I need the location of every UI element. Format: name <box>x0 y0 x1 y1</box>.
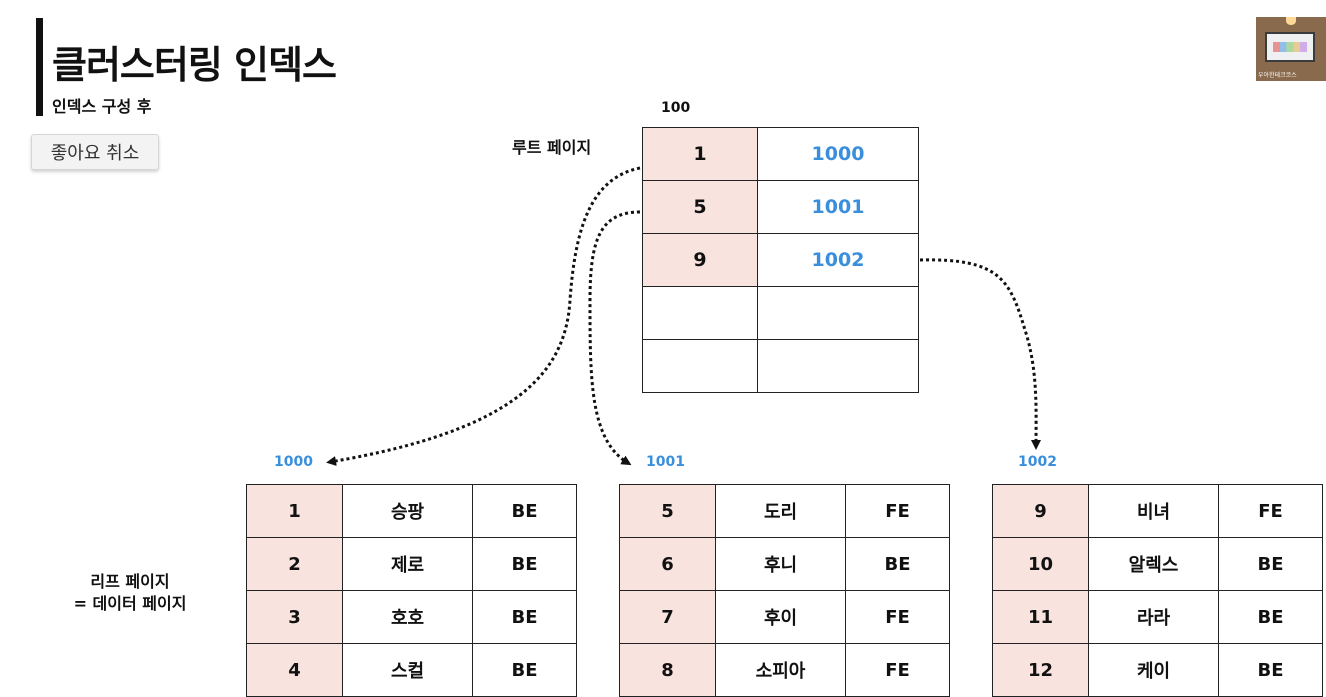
table-row: 3 호호 BE <box>246 590 577 644</box>
leaf-key-cell: 12 <box>992 643 1089 697</box>
arrow-to-page-1001 <box>588 210 641 466</box>
leaf-page-label: 리프 페이지 = 데이터 페이지 <box>40 571 220 615</box>
leaf-team-cell: BE <box>472 590 577 644</box>
leaf-name-cell: 도리 <box>715 484 846 538</box>
leaf-key-cell: 11 <box>992 590 1089 644</box>
leaf-name-cell: 승팡 <box>342 484 473 538</box>
screen-shape <box>1265 32 1315 62</box>
table-row: 2 제로 BE <box>246 537 577 591</box>
leaf-name-cell: 소피아 <box>715 643 846 697</box>
root-key-cell: 5 <box>642 180 758 234</box>
table-row <box>642 339 919 393</box>
root-key-cell: 9 <box>642 233 758 287</box>
table-row: 4 스컬 BE <box>246 643 577 697</box>
leaf-name-cell: 후이 <box>715 590 846 644</box>
table-row: 11 라라 BE <box>992 590 1323 644</box>
leaf-name-cell: 케이 <box>1088 643 1219 697</box>
table-row: 1 승팡 BE <box>246 484 577 538</box>
title-accent-bar <box>36 18 43 116</box>
page-title: 클러스터링 인덱스 <box>52 43 337 87</box>
presenter-video-thumbnail[interactable]: 우아한테크코스 <box>1256 17 1326 81</box>
table-row: 10 알렉스 BE <box>992 537 1323 591</box>
leaf-key-cell: 8 <box>619 643 716 697</box>
leaf-label-line2: = 데이터 페이지 <box>73 594 187 613</box>
leaf-name-cell: 후니 <box>715 537 846 591</box>
root-page-label: 루트 페이지 <box>512 138 592 157</box>
leaf-page-table-1001: 5 도리 FE 6 후니 BE 7 후이 FE 8 소피아 FE <box>619 484 950 697</box>
leaf-page-id-1000: 1000 <box>274 454 313 470</box>
table-row: 9 비녀 FE <box>992 484 1323 538</box>
root-pointer-cell: 1002 <box>757 233 919 287</box>
page-subtitle: 인덱스 구성 후 <box>52 97 152 116</box>
leaf-team-cell: BE <box>1218 537 1323 591</box>
table-row <box>642 286 919 340</box>
leaf-name-cell: 제로 <box>342 537 473 591</box>
leaf-key-cell: 4 <box>246 643 343 697</box>
leaf-team-cell: FE <box>845 484 950 538</box>
leaf-team-cell: BE <box>845 537 950 591</box>
leaf-key-cell: 2 <box>246 537 343 591</box>
leaf-page-table-1000: 1 승팡 BE 2 제로 BE 3 호호 BE 4 스컬 BE <box>246 484 577 697</box>
leaf-key-cell: 9 <box>992 484 1089 538</box>
leaf-page-table-1002: 9 비녀 FE 10 알렉스 BE 11 라라 BE 12 케이 BE <box>992 484 1323 697</box>
root-page-id: 100 <box>661 100 691 116</box>
leaf-name-cell: 호호 <box>342 590 473 644</box>
root-page-table: 1 1000 5 1001 9 1002 <box>642 127 919 393</box>
leaf-key-cell: 7 <box>619 590 716 644</box>
cancel-like-button[interactable]: 좋아요 취소 <box>31 134 159 170</box>
table-row: 12 케이 BE <box>992 643 1323 697</box>
leaf-name-cell: 라라 <box>1088 590 1219 644</box>
leaf-label-line1: 리프 페이지 <box>90 572 170 591</box>
table-row: 6 후니 BE <box>619 537 950 591</box>
leaf-key-cell: 6 <box>619 537 716 591</box>
leaf-key-cell: 1 <box>246 484 343 538</box>
table-row: 5 1001 <box>642 180 919 234</box>
leaf-team-cell: BE <box>472 537 577 591</box>
root-empty-cell <box>757 286 919 340</box>
table-row: 9 1002 <box>642 233 919 287</box>
leaf-page-id-1002: 1002 <box>1018 454 1057 470</box>
leaf-team-cell: BE <box>1218 590 1323 644</box>
leaf-team-cell: FE <box>845 590 950 644</box>
leaf-name-cell: 스컬 <box>342 643 473 697</box>
arrow-to-page-1000 <box>326 166 641 466</box>
root-key-cell: 1 <box>642 127 758 181</box>
leaf-team-cell: BE <box>472 643 577 697</box>
leaf-name-cell: 알렉스 <box>1088 537 1219 591</box>
table-row: 5 도리 FE <box>619 484 950 538</box>
leaf-key-cell: 10 <box>992 537 1089 591</box>
leaf-team-cell: FE <box>845 643 950 697</box>
leaf-team-cell: BE <box>1218 643 1323 697</box>
table-row: 1 1000 <box>642 127 919 181</box>
leaf-name-cell: 비녀 <box>1088 484 1219 538</box>
lamp-shape <box>1286 17 1296 25</box>
leaf-key-cell: 3 <box>246 590 343 644</box>
video-caption: 우아한테크코스 <box>1258 72 1297 79</box>
leaf-page-id-1001: 1001 <box>646 454 685 470</box>
leaf-key-cell: 5 <box>619 484 716 538</box>
leaf-team-cell: BE <box>472 484 577 538</box>
root-empty-cell <box>757 339 919 393</box>
table-row: 8 소피아 FE <box>619 643 950 697</box>
table-row: 7 후이 FE <box>619 590 950 644</box>
leaf-team-cell: FE <box>1218 484 1323 538</box>
arrow-to-page-1002 <box>919 258 1042 450</box>
